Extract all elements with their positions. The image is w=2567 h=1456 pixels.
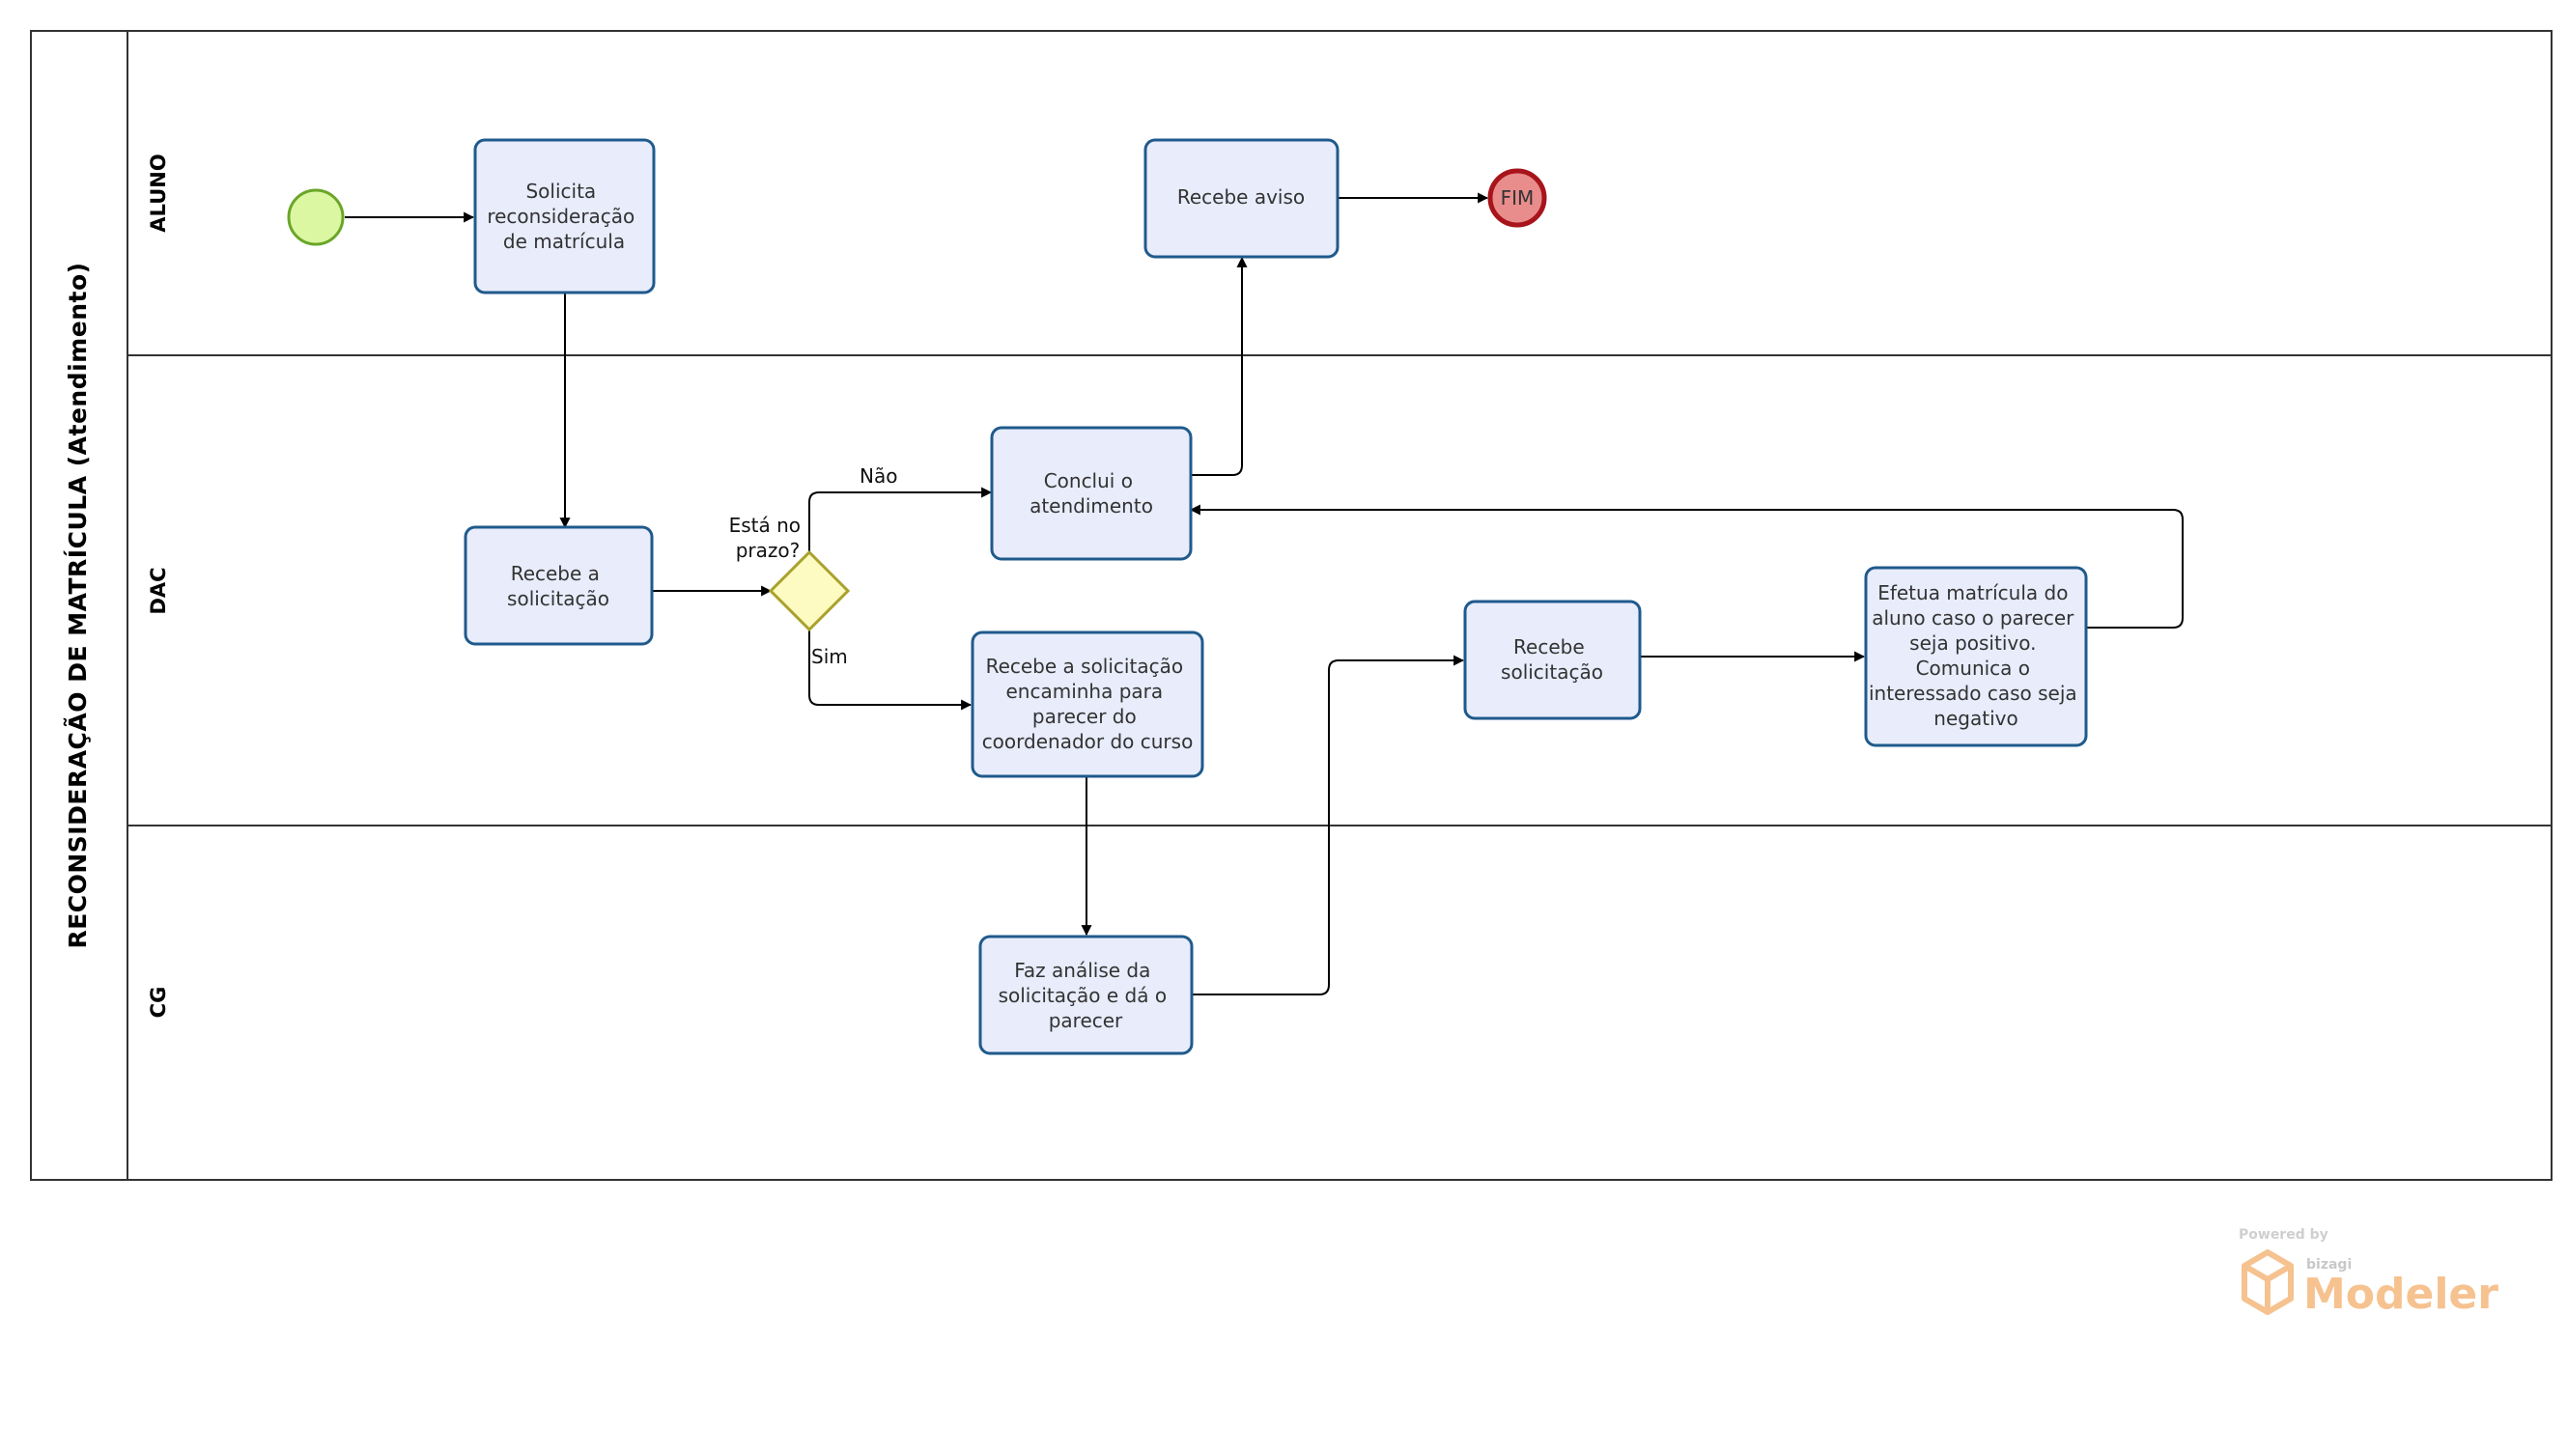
svg-text:Recebe aviso: Recebe aviso	[1177, 185, 1305, 209]
flow-conclui-to-aviso[interactable]	[1191, 256, 1248, 476]
task-conclui-atendimento[interactable]: Conclui o atendimento	[990, 426, 1193, 561]
task-recebe-aviso[interactable]: Recebe aviso	[1143, 138, 1340, 259]
flow-label-nao: Não	[860, 464, 897, 488]
logo-brand-text: bizagi	[2306, 1257, 2352, 1273]
svg-text:Solicita reconsideração: Solicita reconsideração de matrícula	[487, 180, 640, 253]
pool-frame	[30, 30, 2553, 1181]
lane-label-cg: CG	[147, 987, 170, 1019]
lane-label-dac: DAC	[147, 567, 170, 614]
start-event[interactable]	[287, 188, 345, 246]
task-solicita-reconsideracao[interactable]: Solicita reconsideração de matrícula	[473, 138, 656, 294]
svg-text:Conclui o atendimento: Conclui o atendimento	[1030, 469, 1153, 518]
svg-text:Efetua matrícula do alun: Efetua matrícula do aluno caso o parecer…	[1869, 581, 2083, 730]
task-recebe-a-solicitacao[interactable]: Recebe a solicitação	[464, 525, 654, 646]
bizagi-modeler-logo: Powered by bizagi Modeler	[2239, 1227, 2498, 1319]
svg-text:Recebe a solicitação enc: Recebe a solicitação encaminha para pare…	[982, 655, 1194, 753]
svg-text:Recebe solicitação: Recebe solicitação	[1501, 635, 1603, 684]
end-event-label: FIM	[1501, 186, 1535, 210]
task-analise-parecer[interactable]: Faz análise da solicitação e dá o parece…	[978, 935, 1194, 1055]
task-efetua-matricula[interactable]: Efetua matrícula do aluno caso o parecer…	[1864, 566, 2088, 747]
gateway-label: Está no prazo?	[729, 514, 807, 562]
task-encaminha-coordenador[interactable]: Recebe a solicitação encaminha para pare…	[971, 630, 1204, 778]
exclusive-gateway[interactable]	[768, 549, 851, 632]
flow-efetua-to-conclui[interactable]	[1189, 504, 2184, 629]
sequence-flows	[345, 192, 2184, 995]
task-recebe-solicitacao-dac[interactable]: Recebe solicitação	[1463, 600, 1642, 720]
svg-text:Faz análise da solicitaç: Faz análise da solicitação e dá o parece…	[999, 959, 1173, 1032]
flow-label-sim: Sim	[811, 645, 848, 668]
logo-product-text: Modeler	[2303, 1270, 2498, 1319]
logo-powered-text: Powered by	[2239, 1227, 2328, 1243]
flow-gateway-nao[interactable]	[808, 487, 993, 552]
pool-title: RECONSIDERAÇÃO DE MATRÍCULA (Atendimento…	[64, 262, 92, 948]
flow-analise-to-recebe[interactable]	[1192, 655, 1465, 995]
end-event[interactable]: FIM	[1487, 168, 1547, 228]
lane-label-aluno: ALUNO	[147, 154, 170, 232]
svg-text:Recebe a solicitação: Recebe a solicitação	[507, 562, 609, 610]
logo-cube-icon	[2242, 1249, 2294, 1315]
flow-gateway-sim[interactable]	[808, 630, 973, 711]
